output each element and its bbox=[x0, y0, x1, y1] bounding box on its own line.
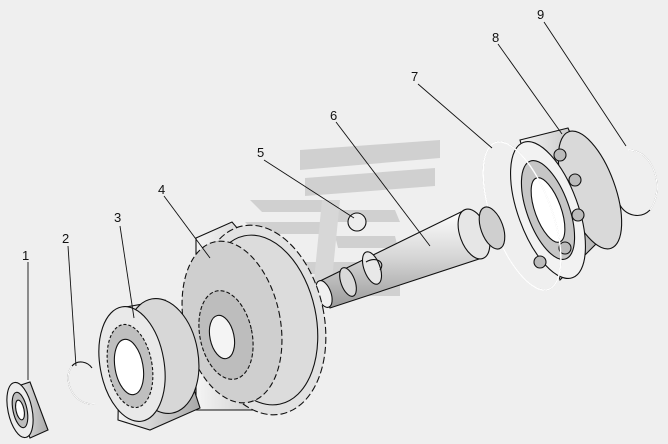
label-8: 8 bbox=[492, 30, 499, 45]
part-4-gear bbox=[181, 221, 327, 416]
part-2-retaining-ring bbox=[67, 361, 96, 405]
label-5: 5 bbox=[257, 145, 264, 160]
callout-labels: 1 2 3 4 5 6 7 8 9 bbox=[22, 7, 544, 263]
label-1: 1 bbox=[22, 248, 29, 263]
leader-lines bbox=[27, 21, 627, 380]
label-7: 7 bbox=[411, 69, 418, 84]
part-9-retaining-ring bbox=[619, 149, 658, 216]
part-3-coupling bbox=[98, 297, 201, 431]
label-6: 6 bbox=[330, 108, 337, 123]
label-2: 2 bbox=[62, 231, 69, 246]
label-3: 3 bbox=[114, 210, 121, 225]
label-4: 4 bbox=[158, 182, 165, 197]
label-9: 9 bbox=[537, 7, 544, 22]
part-6-shaft bbox=[315, 206, 506, 309]
part-8-bearing bbox=[510, 127, 623, 282]
part-1-bearing bbox=[6, 381, 49, 439]
